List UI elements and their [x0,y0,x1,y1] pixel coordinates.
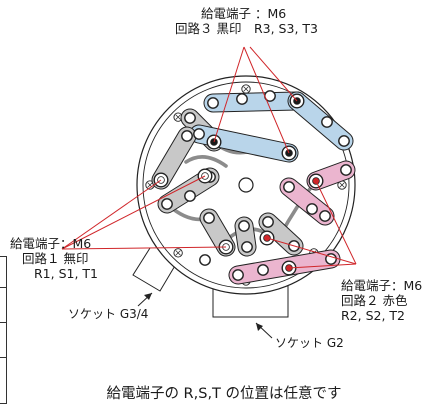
leader-line [288,263,357,269]
leader-line [213,46,245,143]
leader-lines [61,46,357,269]
terminal-hole [283,181,295,193]
label-circuit2-line2: 回路２ 赤色 [341,293,408,308]
label-circuit3: 給電端子 ：M6 回路３ 黒印 R3, S3, T3 [175,6,318,36]
terminal-hole [338,135,350,147]
terminal-hole [257,264,269,276]
socket-g34-label: ソケット G3/4 [68,307,149,321]
terminal-hole [181,130,193,142]
label-circuit1-line2: 回路１ 無印 [22,251,89,266]
terminal-link [279,177,335,226]
terminal-hole [241,241,253,253]
terminal-hole [161,198,173,210]
leader-line [266,237,357,265]
terminal-hole [199,254,211,266]
label-circuit2: 給電端子：M6 回路２ 赤色 R2, S2, T2 [341,278,422,323]
socket-g34-arrow [137,292,153,307]
terminal-hole [193,128,205,140]
terminal-hole [232,269,244,281]
center-hole [238,177,254,193]
leader-line [243,46,290,154]
leader-line [315,180,357,265]
note-text: 給電端子の R,S,T の位置は任意です [106,386,342,402]
cropped-edge-frame [0,256,7,404]
bolt [241,84,251,94]
terminal-hole [319,210,331,222]
label-circuit1: 給電端子：M6 回路１ 無印 R1, S1, T1 [10,236,98,281]
leader-line [61,175,206,250]
label-circuit2-line1: 給電端子：M6 [341,278,423,293]
label-circuit3-line1: 給電端子 ：M6 [201,6,287,21]
terminal-hole [207,97,219,109]
leader-line [61,246,227,250]
leader-line [249,46,298,102]
terminal-hole [184,190,196,202]
socket-g2-arrow [255,322,273,339]
leader-line [61,179,162,250]
terminal-hole [236,93,248,105]
terminal-hole [262,216,274,228]
terminal-hole [184,112,196,124]
bolt [173,112,183,122]
socket-g2-label: ソケット G2 [275,336,344,350]
label-circuit3-line2: 回路３ 黒印 R3, S3, T3 [175,21,318,36]
terminal-hole [340,164,352,176]
terminal-link [203,91,307,113]
terminal-hole [321,116,333,128]
bolt [337,180,347,190]
terminal-link [287,91,354,151]
label-circuit1-line3: R1, S1, T1 [34,266,99,281]
terminal-hole [203,212,215,224]
bolt [173,248,183,258]
terminal-hole [238,220,250,232]
label-circuit1-line1: 給電端子：M6 [10,236,92,251]
label-circuit2-line3: R2, S2, T2 [341,308,406,323]
terminal-hole [306,203,318,215]
terminal-link [151,126,197,190]
wire [184,155,228,168]
